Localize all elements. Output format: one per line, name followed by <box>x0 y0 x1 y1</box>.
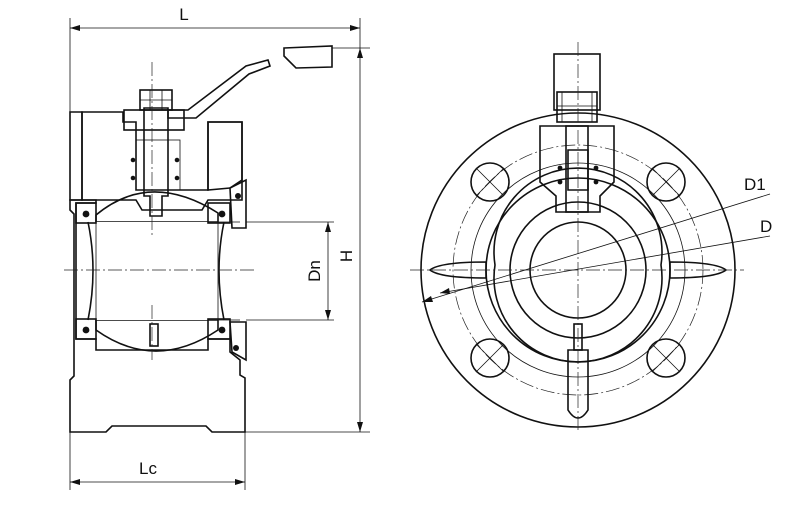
lower-body <box>69 199 246 433</box>
dimension-lc: Lc <box>139 459 157 478</box>
dimension-dn: Dn <box>305 260 324 282</box>
stem-cavity <box>135 139 181 191</box>
bolt-holes <box>470 162 686 378</box>
bore <box>88 222 224 320</box>
handle-lever <box>167 59 272 119</box>
dimension-d1: D1 <box>744 175 766 194</box>
dimension-h: H <box>337 250 356 262</box>
dimension-l: L <box>179 5 188 24</box>
gland <box>123 109 185 131</box>
end-view: D1 D <box>410 42 772 432</box>
stem <box>143 107 169 217</box>
dimension-d: D <box>760 217 772 236</box>
ball-upper <box>95 191 219 223</box>
handle-end <box>283 45 333 69</box>
section-view: L H Dn Lc <box>64 5 370 490</box>
top-stem-housing <box>539 125 615 213</box>
top-actuator-box <box>553 53 601 111</box>
